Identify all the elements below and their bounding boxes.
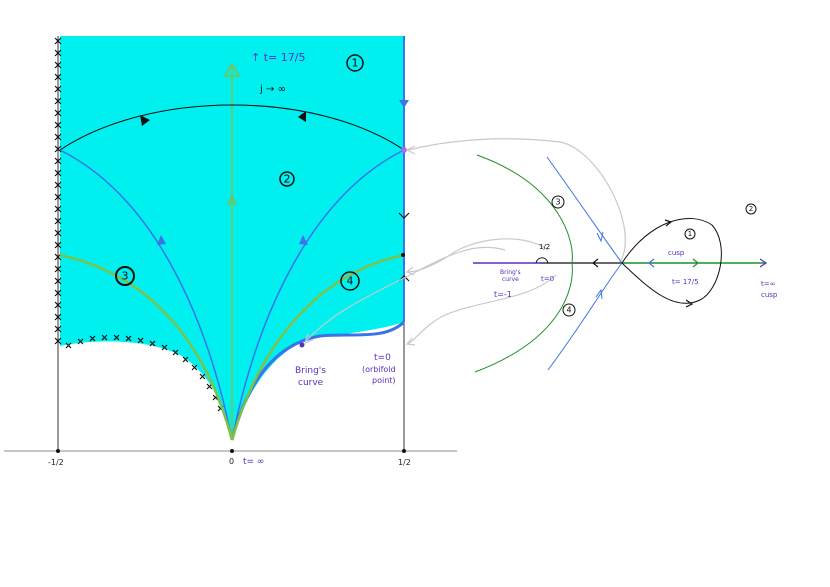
right-region-2-label: 2: [745, 203, 757, 215]
blue-curve-right: [231, 149, 405, 441]
arrow-t0-to-right-boundary: [407, 238, 549, 273]
top-black-arc: [59, 104, 405, 151]
up-arrow-blue-right: [299, 235, 308, 245]
region-2-label: 2: [279, 171, 295, 187]
right-region-4-label: 4: [562, 303, 576, 317]
svg-text:4: 4: [566, 306, 571, 315]
tick-pos-half: [402, 449, 406, 453]
top-arc-arrow-left: [140, 115, 150, 126]
right-t-neg1-label: t=-1: [494, 290, 512, 299]
tick-zero: [230, 449, 234, 453]
svg-text:1: 1: [352, 57, 359, 70]
blue-curve-left: [59, 149, 233, 441]
green-curve-left: [59, 253, 234, 441]
blue-line-lower-left: [547, 262, 623, 371]
tick-label-zero: 0: [229, 457, 234, 466]
loop-arrow-bottom: [685, 299, 694, 308]
small-arc-t0: [535, 257, 549, 264]
right-t-inf-label-line2: cusp: [761, 291, 778, 299]
up-arrow-green-top: [223, 62, 241, 77]
right-t0-label: t=0: [541, 275, 554, 283]
blue-arrow-upper: [596, 231, 604, 243]
green-curve-right: [230, 253, 405, 441]
bring-curve-label-line1: Bring's: [295, 366, 326, 376]
axis-right-arrow-end: [759, 258, 768, 268]
right-region-1-label: 1: [684, 228, 696, 240]
blue-arrow-lower: [595, 288, 603, 300]
right-t-17-5-label: t= 17/5: [672, 278, 699, 286]
black-cusp-loop: [621, 217, 722, 304]
arrow-t0-to-lower-right: [407, 274, 557, 345]
bring-curve-point: [299, 342, 305, 348]
right-bring-label-line1: Bring's: [500, 269, 521, 276]
tick-neg-half: [56, 449, 60, 453]
axis-left-arrow-black: [592, 258, 599, 268]
down-arrow-right-boundary: [399, 100, 409, 108]
t-17-5-label: ↑ t= 17/5: [251, 51, 305, 64]
green-curve-right-endpoint: [401, 253, 405, 257]
arrow-bring-to-curve: [304, 246, 506, 343]
svg-text:1: 1: [688, 230, 692, 238]
svg-text:3: 3: [122, 270, 129, 283]
region-3-label: 3: [115, 266, 135, 286]
blue-line-upper-left: [546, 156, 623, 264]
top-arc-arrow-right: [298, 111, 306, 122]
arrow-upper-corner-to-node: [407, 138, 626, 263]
up-arrow-blue-left: [157, 235, 166, 245]
region-1-label: 1: [346, 54, 364, 72]
t0-label-line2: (orbifold: [362, 365, 396, 374]
green-parabola: [474, 154, 573, 373]
bring-curve-label-line2: curve: [298, 378, 324, 388]
fundamental-domain-panel: 1 2 3 4 ↑ t= 17/5 j → ∞ Bring's curve t=…: [4, 36, 457, 467]
right-panel-diagram: 1 2 3 4 1/2 Bring's curve t=0 t=-1 cusp …: [473, 154, 778, 373]
svg-text:2: 2: [284, 173, 291, 186]
right-t-inf-label-line1: t=∞: [761, 280, 775, 288]
loop-arrow-top: [664, 219, 673, 227]
up-arrow-green-middle: [226, 194, 238, 205]
right-boundary-chevron-down: [398, 212, 410, 219]
right-region-3-label: 3: [551, 195, 565, 209]
right-bring-label-line2: curve: [502, 276, 519, 283]
region-4-label: 4: [340, 271, 360, 291]
t-infinity-label: t= ∞: [243, 457, 264, 467]
upper-right-corner-point: [401, 147, 407, 153]
connecting-arrows: [304, 138, 626, 346]
t0-label-line3: point): [372, 376, 396, 385]
svg-text:2: 2: [749, 205, 753, 213]
axis-left-arrow-blue: [648, 258, 655, 268]
t0-label-line1: t=0: [374, 353, 391, 363]
svg-text:3: 3: [555, 198, 560, 207]
right-cusp-label: cusp: [668, 249, 685, 257]
right-t-half-label: 1/2: [539, 243, 550, 251]
j-infinity-label: j → ∞: [259, 84, 286, 95]
left-boundary-x-marks: [54, 37, 62, 345]
axis-right-arrow-green: [692, 258, 699, 268]
tick-label-pos-half: 1/2: [398, 458, 411, 467]
tick-label-neg-half: -1/2: [48, 458, 64, 467]
svg-text:4: 4: [347, 275, 354, 288]
